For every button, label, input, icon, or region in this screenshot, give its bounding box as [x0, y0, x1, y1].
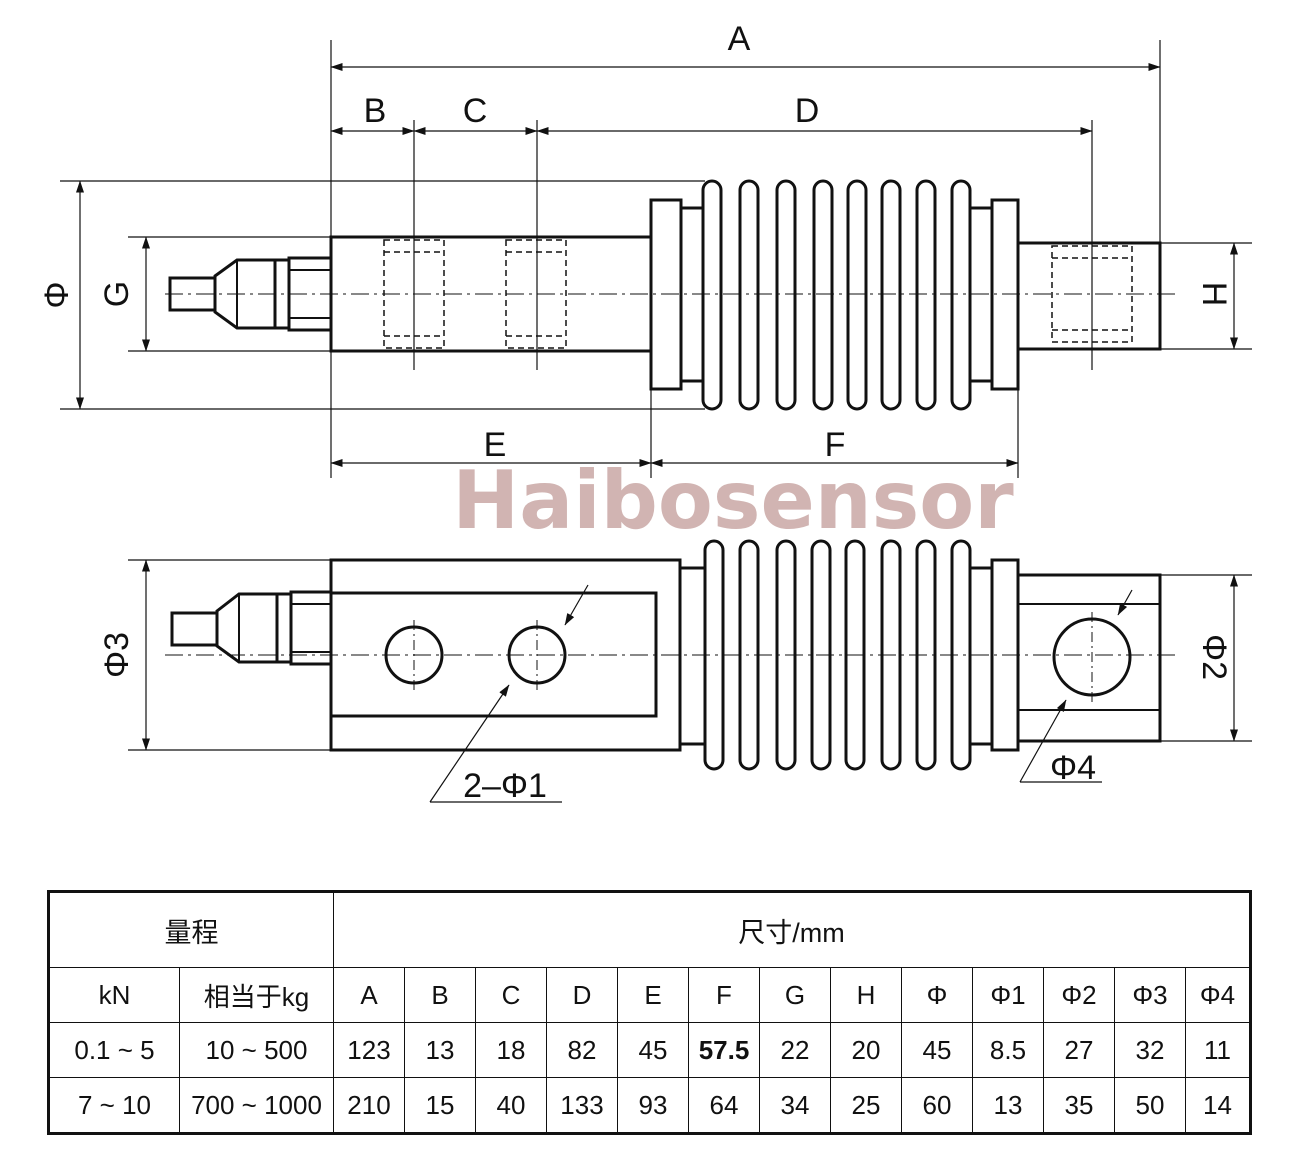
column-header: Φ2 [1043, 967, 1115, 1023]
spec-table: 量程 尺寸/mm kN 相当于kg A B C D E F G H Φ Φ1 Φ… [47, 890, 1253, 1135]
table-cell: 35 [1043, 1077, 1115, 1134]
column-header: Φ [901, 967, 973, 1023]
column-header: kN [48, 967, 180, 1023]
table-row: 0.1 ~ 5 10 ~ 500 123 13 18 82 45 57.5 22… [48, 1022, 1252, 1078]
column-header: Φ4 [1184, 967, 1252, 1023]
dim-label-e: E [484, 426, 507, 464]
table-cell: 45 [617, 1022, 689, 1078]
dim-label-phi: Φ [38, 281, 76, 308]
table-cell: 64 [688, 1077, 760, 1134]
bellows-ribs [701, 179, 972, 411]
table-cell: 210 [333, 1077, 405, 1134]
table-cell: 14 [1184, 1077, 1252, 1134]
dim-label-d: D [795, 92, 820, 130]
table-cell: 82 [546, 1022, 618, 1078]
table-cell: 7 ~ 10 [48, 1077, 180, 1134]
table-cell: 40 [475, 1077, 547, 1134]
table-column-row: kN 相当于kg A B C D E F G H Φ Φ1 Φ2 Φ3 Φ4 [48, 967, 1252, 1023]
table-cell: 50 [1114, 1077, 1186, 1134]
dim-label-c: C [463, 92, 488, 130]
dim-label-g: G [98, 281, 136, 307]
top-view [165, 179, 1180, 411]
dim-label-phi1: 2–Φ1 [463, 767, 547, 805]
table-cell: 13 [972, 1077, 1044, 1134]
table-cell: 0.1 ~ 5 [48, 1022, 180, 1078]
column-header: A [333, 967, 405, 1023]
column-header: 相当于kg [179, 967, 334, 1023]
table-cell: 20 [830, 1022, 902, 1078]
dimension-lines-bottom [128, 559, 1252, 803]
dim-label-h: H [1195, 282, 1233, 307]
column-header: Φ1 [972, 967, 1044, 1023]
table-cell: 123 [333, 1022, 405, 1078]
watermark: Haibosensor [452, 454, 1014, 547]
column-header: Φ3 [1114, 967, 1186, 1023]
table-cell: 133 [546, 1077, 618, 1134]
table-cell: 13 [404, 1022, 476, 1078]
load-cell-drawing: A B C D E F Φ G H Haibosensor [38, 20, 1252, 805]
table-cell: 11 [1184, 1022, 1252, 1078]
column-header: F [688, 967, 760, 1023]
table-cell: 10 ~ 500 [179, 1022, 334, 1078]
table-header-row: 量程 尺寸/mm [48, 891, 1252, 968]
size-header: 尺寸/mm [332, 891, 1252, 968]
table-cell: 34 [759, 1077, 831, 1134]
table-row: 7 ~ 10 700 ~ 1000 210 15 40 133 93 64 34… [48, 1077, 1252, 1134]
column-header: G [759, 967, 831, 1023]
table-cell: 57.5 [688, 1022, 760, 1078]
sensor-tail [1016, 241, 1162, 351]
range-header: 量程 [48, 891, 334, 968]
table-cell: 25 [830, 1077, 902, 1134]
table-cell: 93 [617, 1077, 689, 1134]
column-header: B [404, 967, 476, 1023]
bottom-view [165, 539, 1180, 771]
dimension-lines-top [60, 40, 1252, 478]
dim-label-a: A [728, 20, 751, 58]
dim-label-phi3: Φ3 [98, 632, 136, 678]
dim-label-f: F [825, 426, 846, 464]
table-cell: 700 ~ 1000 [179, 1077, 334, 1134]
table-cell: 22 [759, 1022, 831, 1078]
column-header: C [475, 967, 547, 1023]
dim-label-phi2: Φ2 [1195, 634, 1233, 680]
table-cell: 32 [1114, 1022, 1186, 1078]
table-cell: 27 [1043, 1022, 1115, 1078]
table-cell: 60 [901, 1077, 973, 1134]
dim-label-b: B [364, 92, 387, 130]
table-cell: 8.5 [972, 1022, 1044, 1078]
table-cell: 45 [901, 1022, 973, 1078]
table-cell: 15 [404, 1077, 476, 1134]
column-header: E [617, 967, 689, 1023]
table-cell: 18 [475, 1022, 547, 1078]
dim-label-phi4: Φ4 [1050, 749, 1096, 787]
column-header: D [546, 967, 618, 1023]
column-header: H [830, 967, 902, 1023]
